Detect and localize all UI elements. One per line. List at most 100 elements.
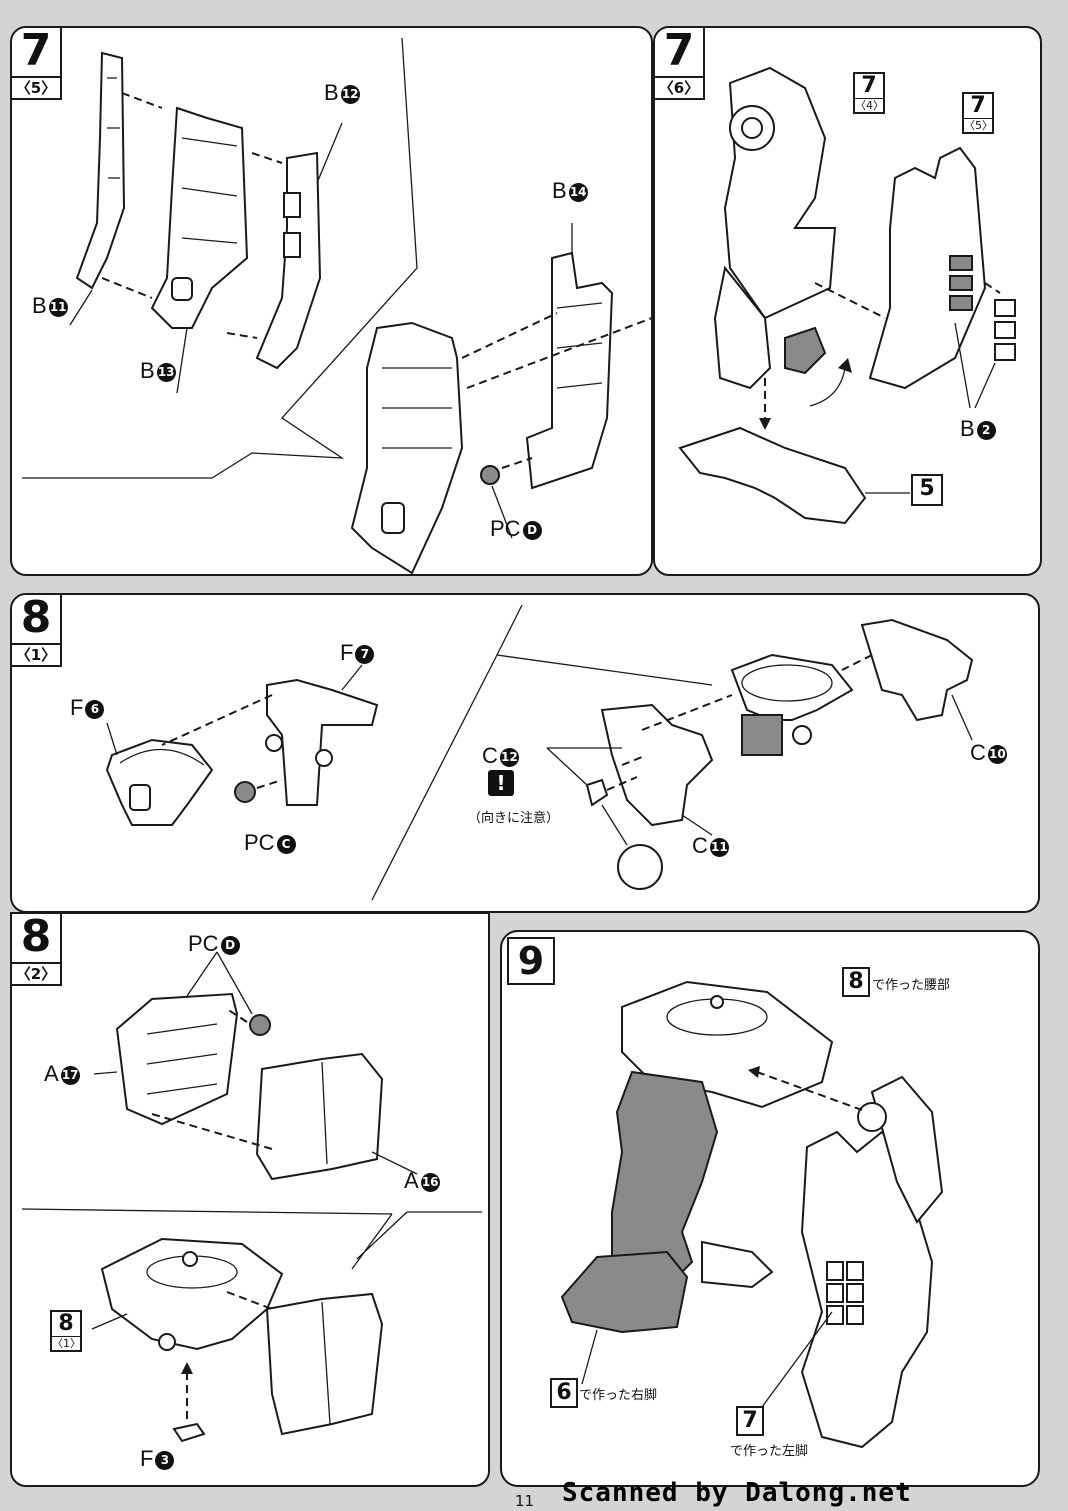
step-number-9: 9 xyxy=(507,937,555,985)
part-number-badge: D xyxy=(522,521,542,540)
label-letter: B xyxy=(552,178,567,203)
step-badge: 8 〈2〉 xyxy=(12,914,62,986)
step-substep: 〈6〉 xyxy=(655,76,703,100)
part-number-badge: 13 xyxy=(156,363,176,382)
ref-step-6: 6 xyxy=(550,1378,578,1408)
label-letter: PC xyxy=(244,830,275,855)
ref-number: 7 xyxy=(970,93,986,118)
step-number: 7 xyxy=(663,26,695,76)
step-badge: 8 〈1〉 xyxy=(12,595,62,667)
step-number: 8 xyxy=(20,593,52,643)
ref-number: 7 xyxy=(861,73,877,98)
step-7-5-illustration xyxy=(22,37,651,574)
part-number-badge: 3 xyxy=(155,1451,175,1470)
part-number-badge: C xyxy=(276,835,296,854)
label-letter: PC xyxy=(188,931,219,956)
poly-cap-pc-c xyxy=(234,781,256,803)
poly-cap-pc-d xyxy=(249,1014,271,1036)
part-number-badge: 16 xyxy=(420,1173,440,1192)
part-number-badge: 12 xyxy=(499,748,519,767)
part-upper-leg xyxy=(723,66,837,320)
part-c11 xyxy=(600,703,714,827)
part-waist-assembly xyxy=(100,1237,284,1351)
ref-substep: 〈1〉 xyxy=(52,1336,81,1350)
part-number-badge: 14 xyxy=(568,183,588,202)
part-f6 xyxy=(105,738,214,826)
label-letter: A xyxy=(404,1168,419,1193)
label-letter: C xyxy=(482,743,498,768)
part-number-badge: 10 xyxy=(987,745,1007,764)
panel-step-9: 9 8 で作った腰部 6 で作った右脚 7 で作った左脚 xyxy=(500,930,1040,1487)
step-badge: 7 〈5〉 xyxy=(12,28,62,100)
part-c10 xyxy=(860,618,974,722)
label-letter: B xyxy=(324,80,339,105)
label-letter: C xyxy=(692,833,708,858)
ref-step-6-text: で作った右脚 xyxy=(579,1388,658,1403)
poly-cap-pc-d xyxy=(480,465,500,485)
part-ankle-gray xyxy=(784,326,827,375)
label-letter: F xyxy=(70,695,84,720)
part-number-badge: 11 xyxy=(709,838,729,857)
label-letter: F xyxy=(340,640,354,665)
part-number-badge: 12 xyxy=(340,85,360,104)
label-letter: B xyxy=(32,293,47,318)
part-number-badge: D xyxy=(220,936,240,955)
label-letter: B xyxy=(140,358,155,383)
part-number-badge: 11 xyxy=(48,298,68,317)
part-a17 xyxy=(115,992,239,1126)
step-substep: 〈1〉 xyxy=(12,643,60,667)
part-f7 xyxy=(266,678,379,806)
part-armor-assembled xyxy=(265,1292,384,1436)
part-number-badge: 17 xyxy=(60,1066,80,1085)
label-letter: C xyxy=(970,740,986,765)
scan-credit: Scanned by Dalong.net xyxy=(562,1478,912,1508)
part-f3 xyxy=(172,1422,206,1443)
detail-callout xyxy=(617,844,663,890)
step-8-2-illustration xyxy=(21,951,482,1443)
step-substep: 〈5〉 xyxy=(12,76,60,100)
part-b11 xyxy=(75,51,126,290)
label-letter: B xyxy=(960,416,975,441)
ref-step-8-1: 8〈1〉 xyxy=(50,1310,82,1352)
part-foot xyxy=(678,426,867,525)
part-c12 xyxy=(585,778,609,807)
step-substep: 〈2〉 xyxy=(12,962,60,986)
ref-step-8: 8 xyxy=(842,967,870,997)
step-7-6-illustration xyxy=(678,66,1016,525)
ref-step-7-4: 7〈4〉 xyxy=(853,72,885,114)
step-number: 7 xyxy=(20,26,52,76)
step-9-illustration xyxy=(560,980,944,1449)
part-a16 xyxy=(255,1052,384,1181)
ref-substep: 〈4〉 xyxy=(855,98,884,112)
part-b14 xyxy=(525,251,614,490)
part-b13 xyxy=(150,106,249,329)
page-number: 11 xyxy=(515,1492,535,1510)
caution-text: （向きに注意） xyxy=(468,811,560,826)
part-left-leg xyxy=(800,1130,934,1449)
ref-substep: 〈5〉 xyxy=(964,118,993,132)
part-number-badge: 2 xyxy=(976,421,996,440)
part-number-badge: 7 xyxy=(355,645,375,664)
part-b12 xyxy=(255,151,322,370)
part-number-badge: 6 xyxy=(85,700,105,719)
step-8-1-illustration xyxy=(105,604,974,901)
ref-step-8-text: で作った腰部 xyxy=(872,978,951,993)
step-badge: 7 〈6〉 xyxy=(655,28,705,100)
